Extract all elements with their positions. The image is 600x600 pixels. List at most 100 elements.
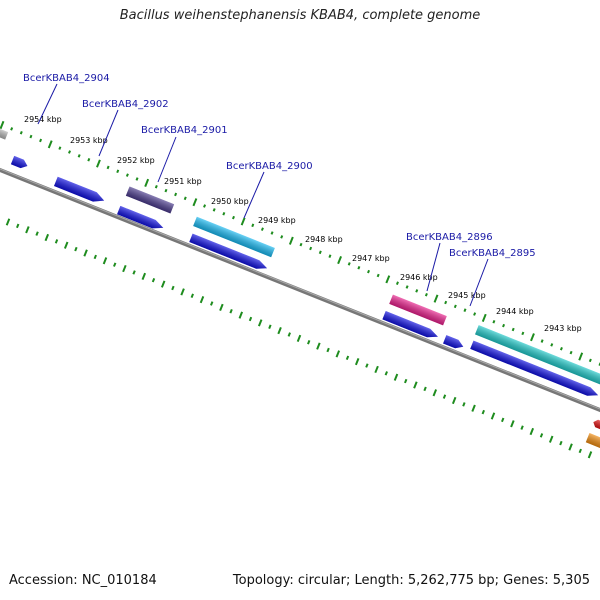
minor-tick	[212, 208, 216, 212]
minor-tick	[93, 254, 97, 260]
minor-tick	[248, 316, 253, 322]
major-tick	[337, 255, 342, 265]
minor-tick	[578, 448, 582, 454]
outer-tick-row	[0, 120, 600, 366]
minor-tick	[502, 323, 506, 328]
gene-label: BcerKBAB4_2904	[23, 73, 110, 84]
gene-label-leader	[98, 109, 119, 157]
gene-red-1	[593, 419, 600, 430]
scale-label: 2950 kbp	[211, 197, 249, 206]
gene-blue-3	[117, 205, 164, 229]
minor-tick	[287, 332, 291, 337]
major-tick	[257, 319, 263, 327]
minor-tick	[481, 409, 485, 415]
major-tick	[385, 275, 391, 284]
minor-tick	[270, 231, 274, 235]
gene-label: BcerKBAB4_2895	[449, 248, 536, 259]
gene-blue-6	[443, 335, 464, 349]
minor-tick	[87, 157, 91, 162]
major-tick	[335, 350, 341, 358]
major-tick	[471, 404, 476, 412]
major-tick	[587, 451, 593, 459]
major-tick	[199, 295, 205, 304]
minor-tick	[453, 304, 457, 309]
minor-tick	[424, 292, 428, 297]
minor-tick	[174, 192, 178, 197]
gene-label-leader	[157, 136, 177, 183]
gene-red-1-shade	[593, 419, 600, 430]
gene-orange-1-shade	[585, 433, 600, 449]
gene-magenta-2896	[389, 294, 447, 326]
major-tick	[277, 327, 282, 335]
minor-tick	[521, 331, 525, 336]
minor-tick	[559, 347, 563, 351]
minor-tick	[16, 223, 20, 229]
minor-tick	[511, 327, 515, 332]
minor-tick	[164, 188, 168, 193]
gene-lightblue-2900-shade	[193, 216, 275, 258]
minor-tick	[222, 211, 226, 216]
minor-tick	[229, 309, 233, 314]
minor-tick	[347, 262, 351, 266]
major-tick	[238, 311, 244, 319]
minor-tick	[307, 340, 311, 345]
gene-blue-4	[189, 233, 268, 269]
minor-tick	[151, 277, 156, 283]
minor-tick	[473, 312, 477, 316]
major-tick	[530, 333, 535, 342]
major-tick	[316, 342, 321, 350]
gene-labels: BcerKBAB4_2904BcerKBAB4_2902BcerKBAB4_29…	[23, 73, 536, 307]
scale-label: 2954 kbp	[24, 115, 62, 124]
minor-tick	[58, 146, 62, 150]
gene-label-leader	[243, 171, 265, 219]
minor-tick	[135, 177, 139, 181]
gene-gray-1-shade	[0, 128, 9, 140]
scale-label: 2949 kbp	[258, 216, 296, 225]
gene-label: BcerKBAB4_2900	[226, 161, 313, 172]
gene-label: BcerKBAB4_2901	[141, 125, 228, 136]
gene-blue-6-shade	[443, 335, 464, 349]
minor-tick	[501, 417, 505, 423]
major-tick	[578, 352, 584, 361]
minor-tick	[35, 231, 39, 236]
minor-tick	[345, 355, 350, 361]
major-tick	[141, 272, 147, 280]
scale-label: 2944 kbp	[496, 307, 534, 316]
major-tick	[288, 236, 294, 245]
gene-purple-2901-shade	[125, 186, 175, 214]
major-tick	[548, 435, 554, 443]
major-tick	[47, 140, 53, 149]
major-tick	[510, 420, 515, 428]
minor-tick	[423, 386, 427, 392]
gene-magenta-2896-shade	[389, 294, 447, 326]
minor-tick	[462, 402, 466, 407]
minor-tick	[559, 440, 563, 446]
minor-tick	[326, 347, 330, 353]
minor-tick	[405, 285, 409, 289]
major-tick	[296, 334, 302, 343]
gene-blue-2-shade	[54, 176, 105, 202]
gene-gray-1	[0, 128, 9, 140]
minor-tick	[444, 300, 448, 305]
major-tick	[96, 159, 101, 168]
minor-tick	[231, 215, 235, 220]
minor-tick	[74, 246, 78, 252]
minor-tick	[39, 138, 43, 143]
minor-tick	[125, 173, 129, 177]
major-tick	[240, 217, 246, 226]
major-tick	[0, 120, 5, 130]
minor-tick	[299, 242, 303, 247]
minor-tick	[29, 134, 33, 139]
major-tick	[529, 427, 535, 436]
minor-tick	[10, 127, 14, 131]
minor-tick	[106, 165, 110, 170]
minor-tick	[280, 235, 284, 239]
gene-orange-1	[585, 433, 600, 449]
major-tick	[83, 249, 88, 257]
major-tick	[432, 389, 438, 397]
major-tick	[413, 381, 418, 389]
gene-blue-7-shade	[470, 340, 599, 396]
minor-tick	[569, 350, 573, 355]
minor-tick	[309, 246, 313, 251]
